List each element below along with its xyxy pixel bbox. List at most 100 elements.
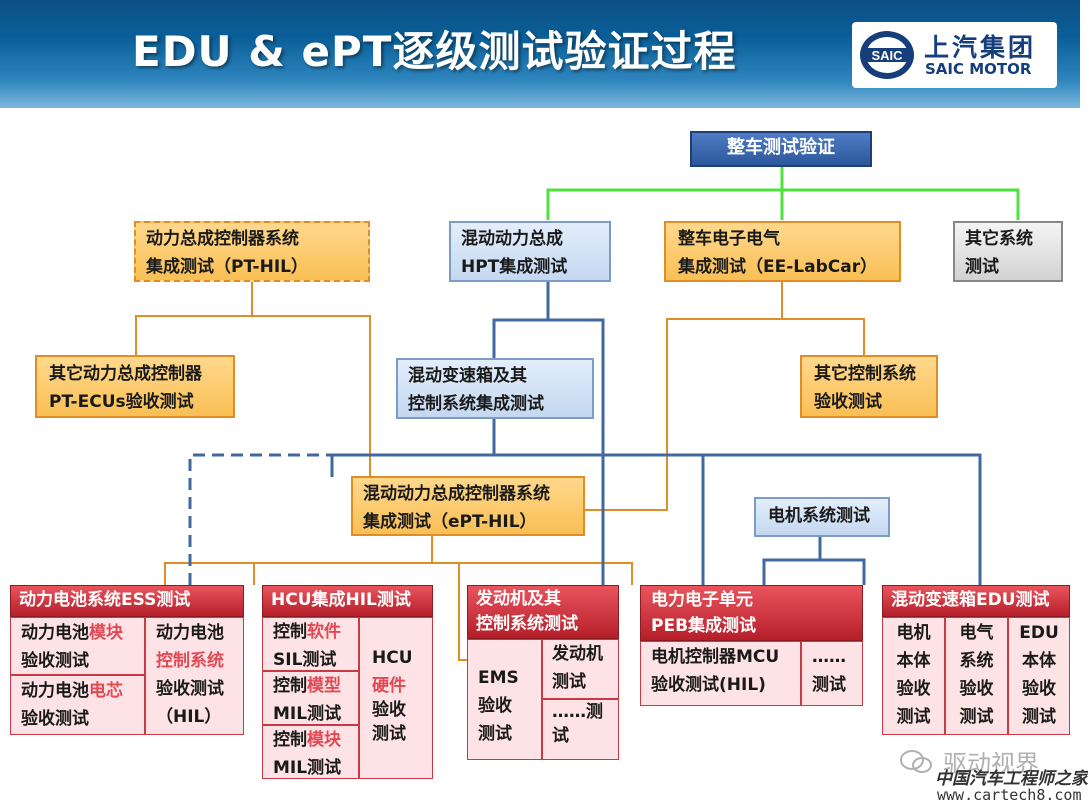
edu-motor-line4: 测试: [896, 707, 931, 727]
hcu-mil-model-cell: 控制模型 MIL测试: [262, 671, 359, 725]
pt-ecus-line2: PT-ECUs验收测试: [49, 392, 194, 412]
engine-ems-line1: EMS: [478, 668, 519, 688]
pt-hil-box: 动力总成控制器系统 集成测试（PT-HIL）: [134, 221, 370, 282]
edu-electrical-line4: 测试: [959, 707, 994, 727]
pt-ecus-line1: 其它动力总成控制器: [49, 364, 202, 384]
transmission-control-box: 混动变速箱及其 控制系统集成测试: [396, 358, 594, 419]
ess-cell-highlight: 电芯: [89, 681, 123, 701]
pt-hil-line1: 动力总成控制器系统: [146, 229, 299, 249]
motor-system-box: 电机系统测试: [754, 497, 890, 537]
hcu-header: HCU集成HIL测试: [262, 585, 433, 617]
peb-other-line2: 测试: [812, 675, 846, 695]
motor-system-label: 电机系统测试: [768, 506, 870, 526]
dashed-connector: [188, 453, 332, 585]
title-banner: EDU & ePT逐级测试验证过程 SAIC 上汽集团 SAIC MOTOR: [0, 0, 1080, 108]
edu-body-line4: 测试: [1022, 707, 1056, 727]
ess-cell-text: 动力电池: [21, 681, 89, 701]
ess-bms-line4: （HIL）: [156, 707, 222, 727]
edu-electrical-cell: 电气 系统 验收 测试: [945, 617, 1008, 735]
hcu-mil-module-text: 控制: [273, 730, 307, 750]
watermark-name: 驱动视界: [943, 750, 1039, 778]
hcu-mil-model-sub: MIL测试: [273, 704, 342, 724]
edu-motor-line1: 电机: [896, 623, 931, 643]
engine-test-line1: 发动机: [552, 644, 603, 664]
vehicle-test-label: 整车测试验证: [727, 137, 835, 158]
peb-mcu-cell: 电机控制器MCU 验收测试(HIL): [640, 641, 801, 706]
ee-labcar-box: 整车电子电气 集成测试（EE-LabCar）: [664, 221, 901, 282]
hcu-mil-module-highlight: 模块: [307, 730, 341, 750]
engine-title-line1: 发动机及其: [476, 589, 561, 609]
hcu-mil-module-sub: MIL测试: [273, 758, 342, 778]
edu-electrical-line1: 电气: [959, 623, 994, 643]
engine-other-line1: ……测: [552, 702, 603, 722]
transmission-control-line1: 混动变速箱及其: [408, 366, 527, 386]
peb-title-line2: PEB集成测试: [651, 616, 757, 636]
saic-emblem-icon: SAIC: [860, 31, 914, 79]
edu-body-line2: 本体: [1022, 651, 1056, 671]
other-systems-box: 其它系统 测试: [953, 221, 1063, 282]
ess-module-text: 动力电池: [21, 623, 89, 643]
edu-electrical-line3: 验收: [959, 679, 994, 699]
engine-test-cell: 发动机 测试: [542, 639, 619, 699]
transmission-control-line2: 控制系统集成测试: [408, 394, 544, 414]
hcu-hardware-line4: 测试: [372, 724, 406, 744]
peb-header: 电力电子单元 PEB集成测试: [640, 585, 863, 641]
other-systems-line2: 测试: [965, 257, 999, 277]
edu-title: 混动变速箱EDU测试: [891, 590, 1050, 610]
hpt-line1: 混动动力总成: [461, 229, 563, 249]
hcu-sil-highlight: 软件: [307, 622, 341, 642]
other-control-line2: 验收测试: [814, 392, 882, 412]
emblem-text: SAIC: [871, 48, 903, 63]
saic-logo: SAIC 上汽集团 SAIC MOTOR: [852, 22, 1057, 88]
engine-ems-line3: 测试: [478, 724, 512, 744]
hcu-mil-model-highlight: 模型: [307, 676, 341, 696]
other-systems-line1: 其它系统: [965, 229, 1033, 249]
hpt-box: 混动动力总成 HPT集成测试: [449, 221, 611, 282]
ess-bms-line1: 动力电池: [156, 623, 224, 643]
ept-hil-line1: 混动动力总成控制器系统: [363, 484, 550, 504]
green-connectors: [546, 167, 1020, 220]
vehicle-test-box: 整车测试验证: [690, 131, 872, 167]
peb-mcu-line1: 电机控制器MCU: [651, 647, 780, 667]
ess-bms-cell: 动力电池 控制系统 验收测试 （HIL）: [145, 617, 244, 735]
peb-title-line1: 电力电子单元: [651, 590, 753, 610]
engine-ems-line2: 验收: [478, 696, 512, 716]
ess-bms-line3: 验收测试: [156, 679, 224, 699]
ess-module-highlight: 模块: [89, 623, 123, 643]
edu-body-line3: 验收: [1022, 679, 1056, 699]
ept-hil-line2: 集成测试（ePT-HIL）: [363, 512, 537, 532]
hcu-hardware-cell: HCU 硬件 验收 测试: [359, 617, 433, 779]
orange-connectors: [135, 281, 865, 661]
ess-cell-sub: 验收测试: [21, 709, 89, 729]
pt-hil-line2: 集成测试（PT-HIL）: [146, 257, 308, 277]
watermark-site: 中国汽车工程师之家: [935, 769, 1088, 789]
ess-header: 动力电池系统ESS测试: [10, 585, 244, 617]
pt-ecus-box: 其它动力总成控制器 PT-ECUs验收测试: [35, 355, 235, 418]
watermark-url: www.cartech8.com: [937, 786, 1082, 804]
engine-title-line2: 控制系统测试: [476, 614, 578, 634]
engine-test-line2: 测试: [552, 672, 586, 692]
page-title: EDU & ePT逐级测试验证过程: [132, 27, 737, 76]
edu-body-cell: EDU 本体 验收 测试: [1008, 617, 1070, 735]
ess-module-sub: 验收测试: [21, 651, 89, 671]
ess-cell-cell: 动力电池电芯 验收测试: [10, 675, 145, 735]
hcu-sil-cell: 控制软件 SIL测试: [262, 617, 359, 671]
engine-ems-cell: EMS 验收 测试: [467, 639, 542, 760]
engine-other-cell: ……测 试: [542, 699, 619, 760]
edu-motor-cell: 电机 本体 验收 测试: [882, 617, 945, 735]
watermark: 驱动视界 中国汽车工程师之家 www.cartech8.com: [893, 744, 1088, 808]
ess-bms-line2: 控制系统: [156, 651, 224, 671]
logo-english-name: SAIC MOTOR: [925, 60, 1032, 78]
engine-header: 发动机及其 控制系统测试: [467, 585, 619, 639]
ept-hil-box: 混动动力总成控制器系统 集成测试（ePT-HIL）: [351, 476, 585, 536]
edu-motor-line2: 本体: [896, 651, 931, 671]
edu-header: 混动变速箱EDU测试: [882, 585, 1070, 617]
hcu-title: HCU集成HIL测试: [271, 590, 411, 610]
other-control-line1: 其它控制系统: [814, 364, 916, 384]
hcu-hardware-line2: 硬件: [372, 676, 406, 696]
ee-line2: 集成测试（EE-LabCar）: [678, 257, 878, 277]
edu-body-line1: EDU: [1019, 623, 1059, 643]
hcu-sil-text: 控制: [273, 622, 307, 642]
edu-motor-line3: 验收: [896, 679, 931, 699]
